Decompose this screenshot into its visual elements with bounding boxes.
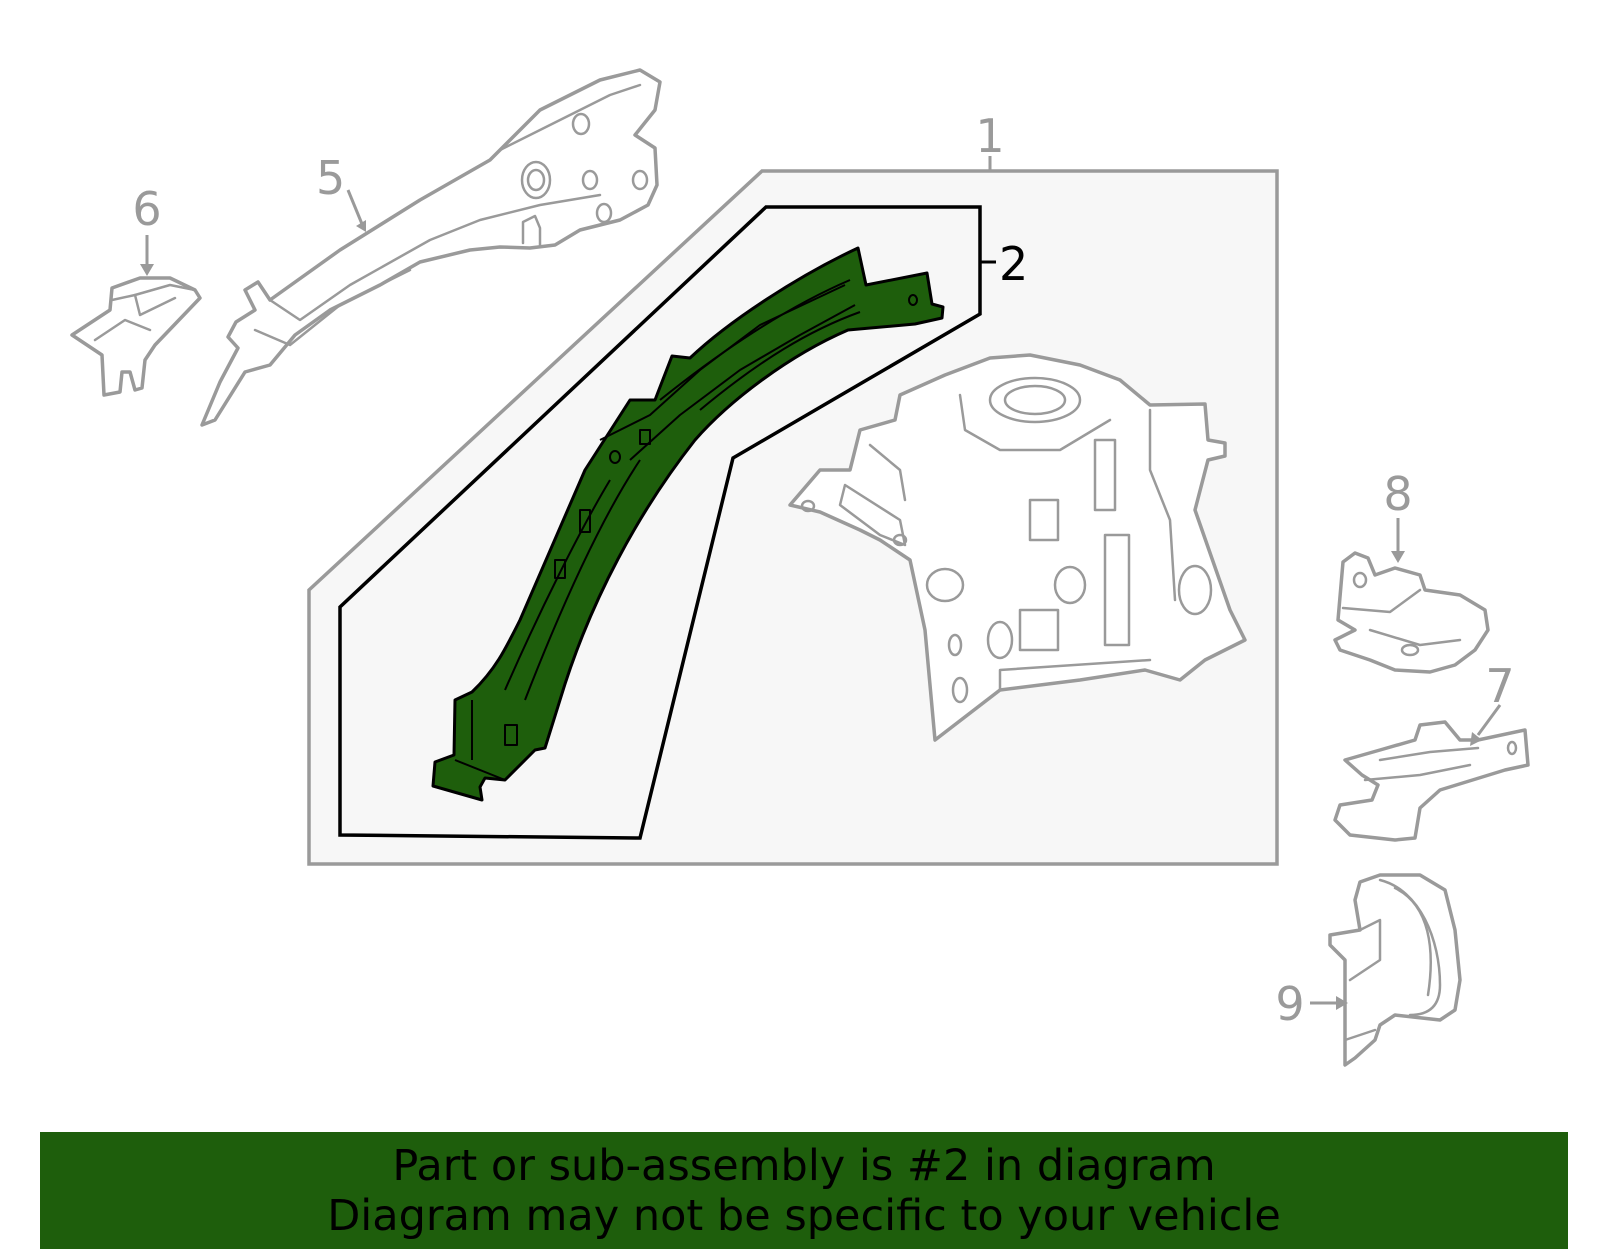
highlighted-part-2[interactable] xyxy=(431,246,945,802)
callout-6: 6 xyxy=(132,182,161,236)
callout-1: 1 xyxy=(975,109,1004,163)
part-8-bracket xyxy=(1333,551,1490,674)
part-7-bracket xyxy=(1333,720,1530,842)
part-1-panel xyxy=(788,353,1247,742)
callout-8: 8 xyxy=(1383,467,1412,521)
callout-2[interactable]: 2 xyxy=(999,237,1028,291)
part-5-rail xyxy=(200,68,662,427)
part-6-bracket xyxy=(70,276,202,397)
info-banner: Part or sub-assembly is #2 in diagram Di… xyxy=(40,1132,1568,1249)
part-9-housing xyxy=(1328,873,1462,1067)
callout-5: 5 xyxy=(316,151,345,205)
callout-9: 9 xyxy=(1275,977,1304,1031)
callout-7: 7 xyxy=(1485,659,1514,713)
banner-line-2: Diagram may not be specific to your vehi… xyxy=(327,1191,1281,1241)
banner-line-1: Part or sub-assembly is #2 in diagram xyxy=(392,1141,1216,1191)
